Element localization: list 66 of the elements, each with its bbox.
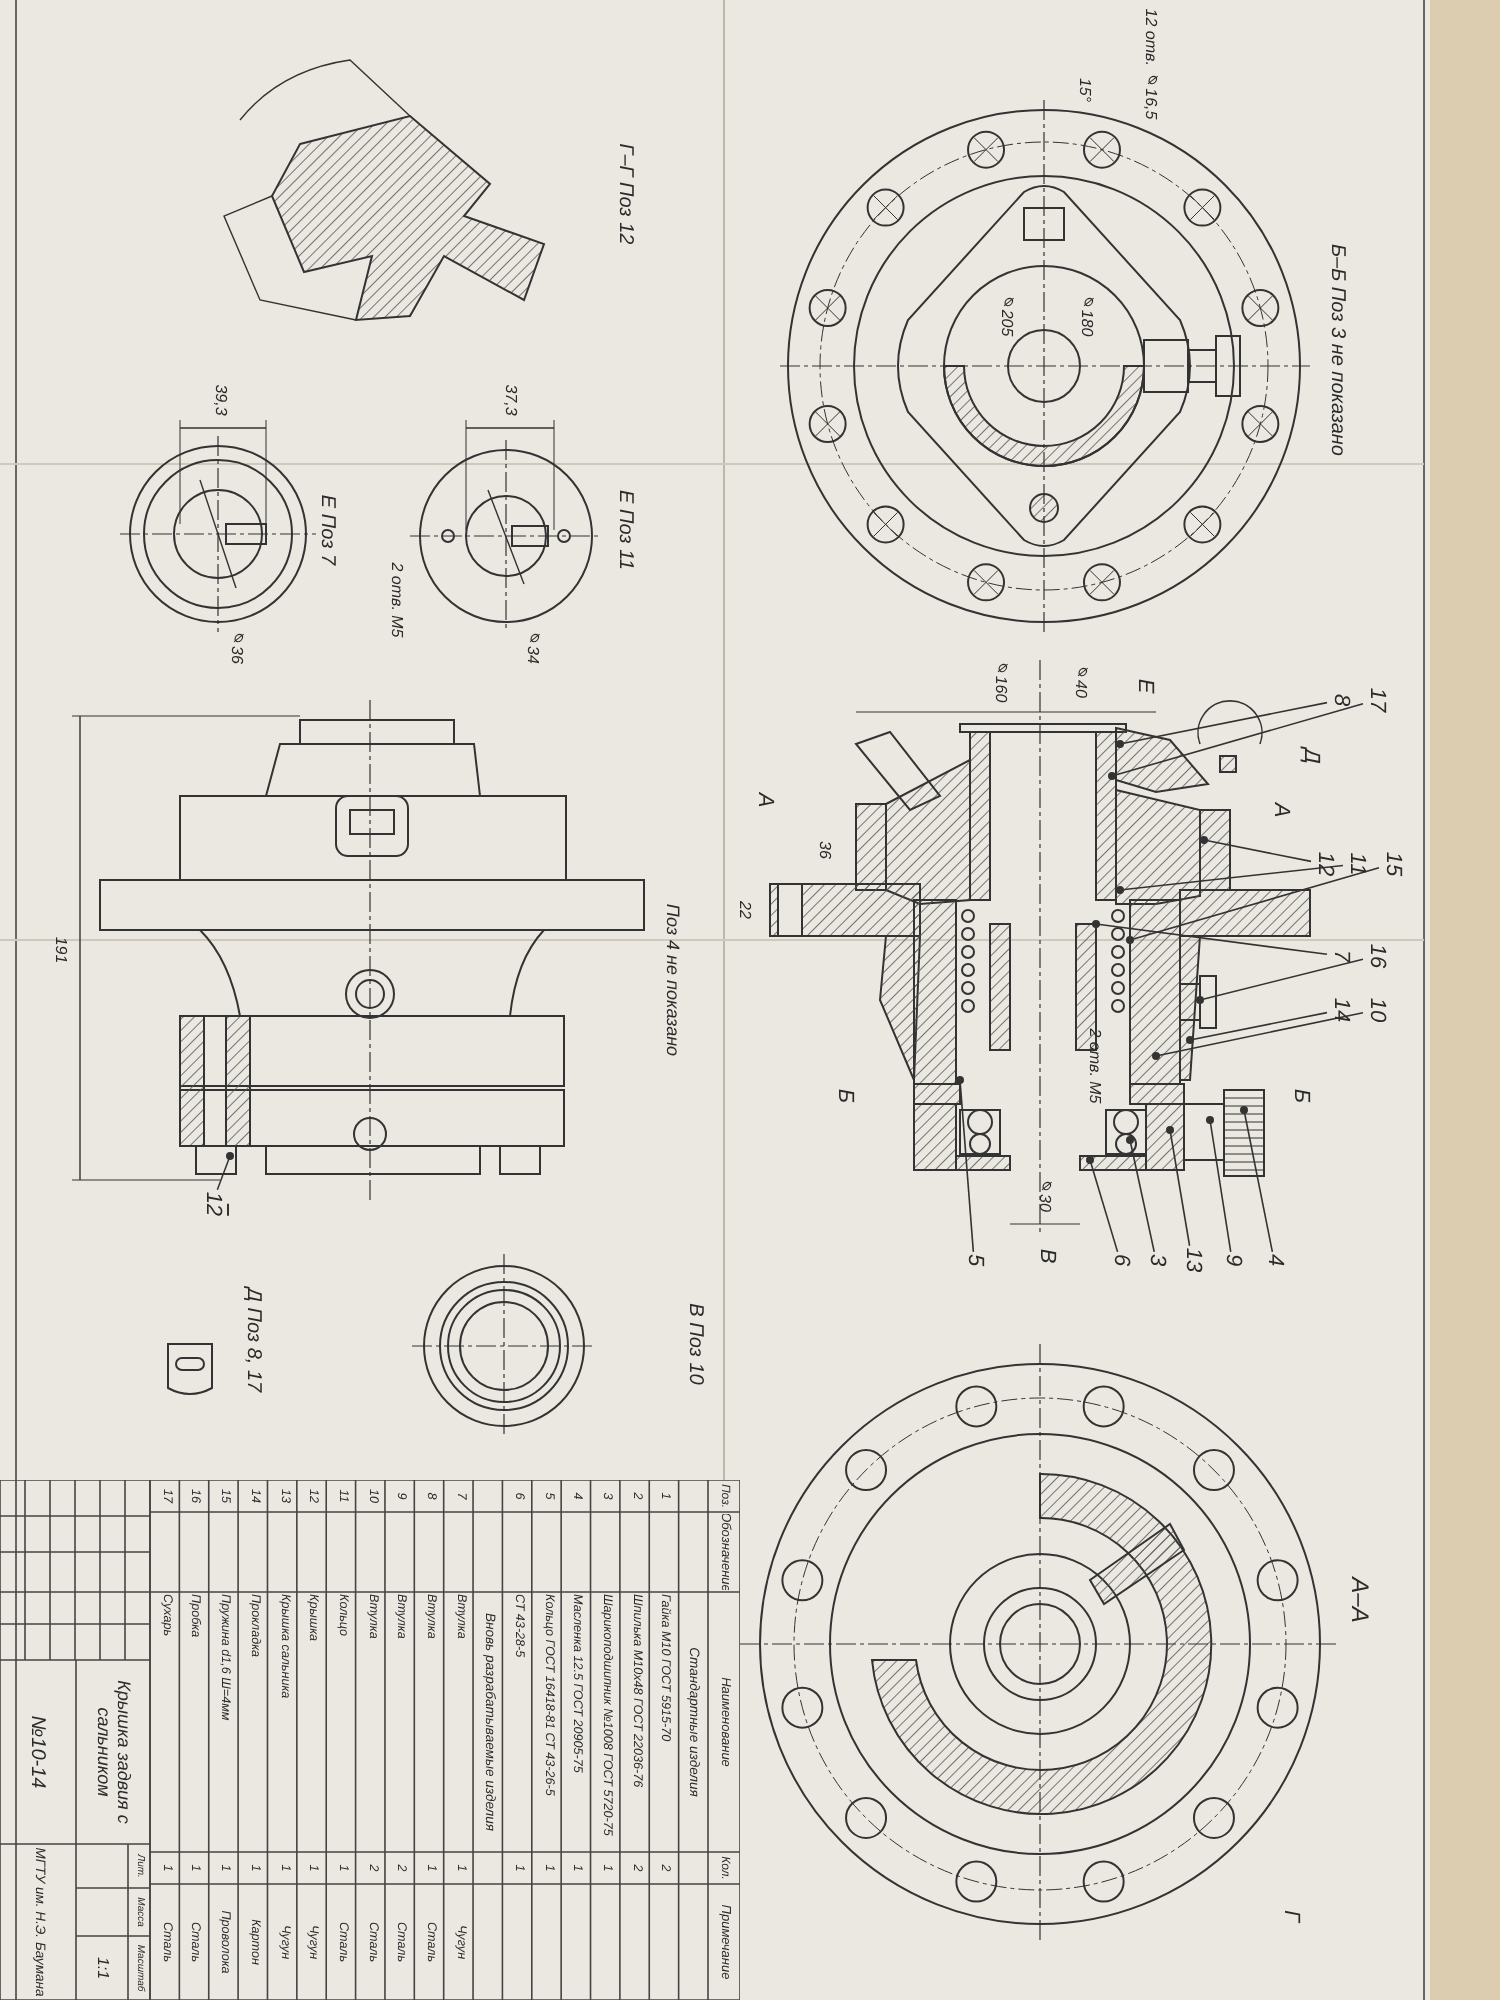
dimension-label: ⌀30 bbox=[1036, 1176, 1052, 1212]
dimension-label: 39,3 bbox=[212, 384, 228, 416]
callout-number: 6 bbox=[1109, 1253, 1131, 1267]
note-text: Поз 4 не показано bbox=[663, 903, 681, 1057]
leader-line bbox=[216, 1152, 234, 1191]
dimension-label: 36 bbox=[816, 841, 832, 859]
drawing-title: Крышка задвия с сальником bbox=[93, 1678, 137, 1828]
section-letter: Г bbox=[1279, 1910, 1301, 1922]
dimension-label: 22 bbox=[736, 901, 752, 919]
leader-line bbox=[1152, 1011, 1364, 1060]
callout-number: 12 bbox=[1313, 851, 1335, 877]
dimension-label: 2 отв. М5 bbox=[388, 562, 404, 638]
dimension-label: ⌀205 bbox=[998, 291, 1014, 337]
leader-line bbox=[1086, 1156, 1119, 1253]
view-label: Е Поз 11 bbox=[614, 490, 634, 570]
leader-line bbox=[1116, 864, 1344, 894]
section-letter: Е bbox=[1133, 678, 1155, 694]
section-letter: Б bbox=[833, 1088, 855, 1104]
section-letter: Б bbox=[1289, 1088, 1311, 1104]
table-cell-text: 1:1 bbox=[92, 1954, 115, 1984]
callout-number: 9 bbox=[1221, 1253, 1243, 1267]
view-label: Д Поз 8, 17 bbox=[242, 1287, 262, 1393]
leader-line bbox=[1126, 1136, 1156, 1253]
dimension-label: ⌀34 bbox=[524, 628, 540, 664]
leader-line bbox=[1092, 920, 1328, 956]
callout-number: 11 bbox=[1345, 852, 1367, 876]
dimension-label: ⌀36 bbox=[228, 628, 244, 664]
dimension-label: 12 отв. ⌀16,5 bbox=[1142, 8, 1158, 120]
view-label: Е Поз 7 bbox=[316, 494, 336, 566]
leader-line bbox=[1196, 958, 1364, 1004]
section-letter: В bbox=[1035, 1248, 1057, 1264]
drawing-number: №10-14 bbox=[25, 1713, 51, 1793]
leader-line bbox=[1166, 1126, 1191, 1247]
callout-number: 12 bbox=[201, 1191, 223, 1217]
view-label: Г–Г Поз 12 bbox=[614, 143, 634, 245]
callout-number: 13 bbox=[1181, 1247, 1203, 1273]
callout-number: 5 bbox=[963, 1253, 985, 1267]
callout-number: 7 bbox=[1329, 949, 1351, 963]
section-letter: А bbox=[753, 792, 775, 808]
leader-line bbox=[1116, 701, 1328, 748]
callout-number: 17 bbox=[1365, 687, 1387, 713]
dimension-label: 15° bbox=[1076, 77, 1092, 103]
leader-line bbox=[1126, 866, 1380, 944]
view-label: А–А bbox=[1348, 1577, 1372, 1623]
view-label: Б–Б Поз 3 не показано bbox=[1326, 244, 1346, 456]
dimension-label: ⌀40 bbox=[1072, 662, 1088, 698]
leader-line bbox=[1186, 1011, 1328, 1044]
callout-number: 8 bbox=[1329, 693, 1351, 707]
leader-line bbox=[1206, 1116, 1232, 1253]
callout-number: 10 bbox=[1365, 997, 1387, 1023]
section-letter: Д bbox=[1299, 748, 1321, 764]
leader-line bbox=[1200, 836, 1312, 863]
dimension-label: 191 bbox=[52, 936, 68, 964]
leader-line bbox=[956, 1076, 975, 1253]
dimension-label: 37,3 bbox=[502, 384, 518, 416]
section-letter: А bbox=[1269, 802, 1291, 818]
callout-number: 16 bbox=[1365, 943, 1387, 969]
callout-number: 3 bbox=[1145, 1253, 1167, 1267]
view-label: В Поз 10 bbox=[684, 1303, 704, 1385]
callout-number: 14 bbox=[1329, 997, 1351, 1023]
dimension-label: ⌀160 bbox=[992, 657, 1008, 703]
leader-line bbox=[1108, 702, 1364, 780]
leader-line bbox=[1240, 1106, 1274, 1253]
callout-number: 15 bbox=[1381, 851, 1403, 877]
dimension-label: ⌀180 bbox=[1078, 291, 1094, 337]
callout-number: 4 bbox=[1263, 1253, 1285, 1267]
